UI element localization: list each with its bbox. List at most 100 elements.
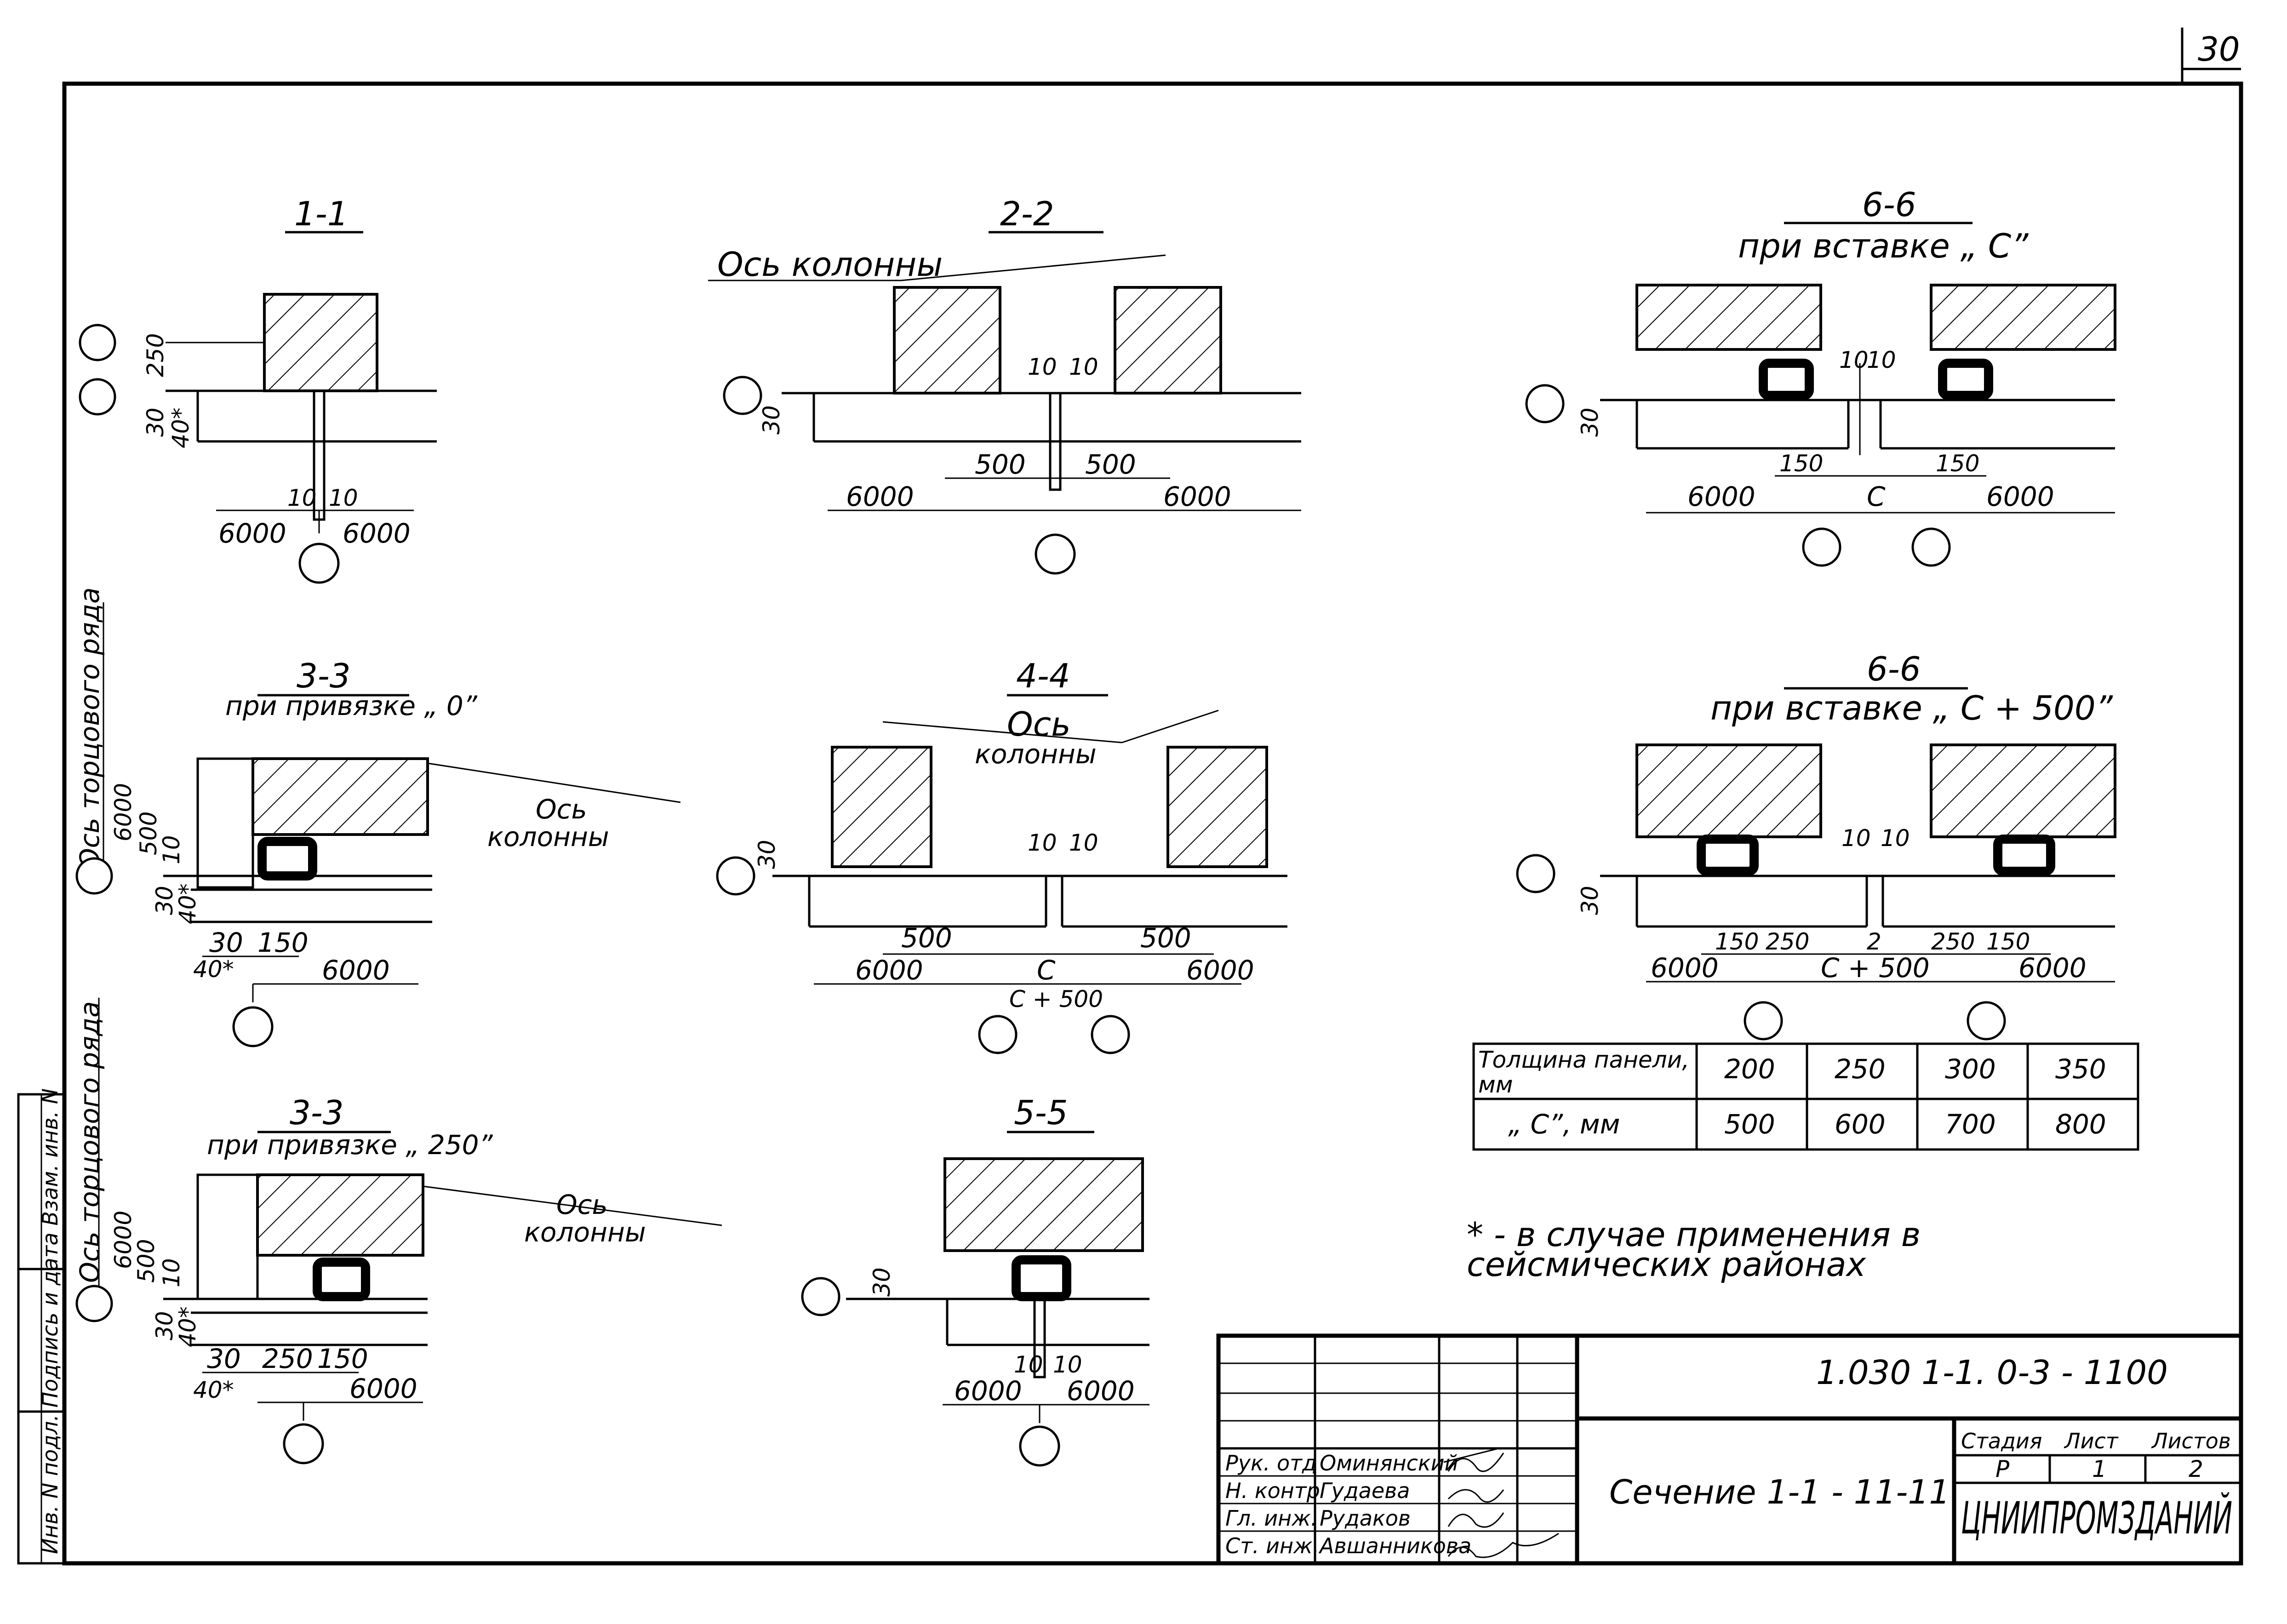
dim-label: 10: [1028, 354, 1057, 380]
dim-label: С: [1037, 955, 1056, 986]
dim-label: 6000: [1163, 481, 1231, 512]
dim-label: 40*: [167, 407, 194, 448]
drawing-frame: 30: [62, 28, 2243, 1566]
axis-marker-circle: [283, 1423, 324, 1464]
axis-marker-circle: [978, 1015, 1018, 1054]
sheet-header: Лист: [2064, 1429, 2119, 1453]
column-axis-label: Ось колонны: [717, 245, 943, 284]
sheet-number: 30: [2198, 30, 2240, 69]
table-header-c: „ С”, мм: [1508, 1109, 1620, 1140]
dim-label: 500: [1085, 449, 1136, 480]
drawing-title: Сечение 1-1 - 11-11: [1609, 1473, 1950, 1511]
axis-marker-circle: [1091, 1015, 1130, 1054]
axis-marker-circle: [1525, 384, 1565, 423]
dim-label: 30: [869, 1267, 895, 1297]
dim-label: 30: [151, 1311, 178, 1340]
axis-marker-circle: [723, 376, 762, 415]
axis-marker-circle: [1035, 533, 1076, 575]
dim-label: 250: [262, 1343, 313, 1374]
handwritten-signatures: [1443, 1447, 1559, 1558]
dim-label: 6000: [2018, 952, 2087, 984]
dim-label: 30: [1577, 886, 1603, 915]
dim-label: 10: [1881, 825, 1910, 852]
axis-marker-circle: [1019, 1425, 1060, 1467]
dim-label: 6000: [1186, 955, 1254, 986]
dim-label: 10: [1069, 829, 1098, 856]
dim-label: 150: [1715, 928, 1759, 955]
panel-profile: [257, 837, 317, 881]
dim-label: 150: [1986, 928, 2030, 955]
dim-label: 500: [1140, 922, 1191, 954]
title-block: Рук. отд Н. контр Гл. инж. Ст. инж. Омин…: [1216, 1333, 2243, 1566]
dim-label: 6000: [110, 1211, 137, 1269]
table-cell: 700: [1945, 1109, 1996, 1140]
dim-label: С: [1867, 481, 1886, 512]
dim-label: 500: [133, 1239, 160, 1283]
sheets-header: Листов: [2151, 1429, 2231, 1453]
sheet-value: 1: [2092, 1456, 2107, 1482]
person-name: Авшанникова: [1318, 1533, 1471, 1558]
axis-marker-circle: [79, 378, 116, 416]
organization-name: ЦНИИПРОМЗДАНИЙ: [1961, 1492, 2232, 1544]
dim-label: 30: [754, 840, 780, 869]
axis-marker-circle: [298, 543, 340, 584]
section-3-3-250-title: 3-3: [290, 1093, 344, 1132]
seismic-footnote: * - в случае применения в сейсмических р…: [1467, 1215, 1921, 1284]
axis-marker-circle: [75, 1285, 113, 1322]
end-row-axis-label: Ось торцового ряда: [74, 1001, 105, 1283]
section-4-4-title: 4-4: [1016, 657, 1070, 695]
table-cell: 350: [2055, 1053, 2106, 1085]
section-3-3-250-subtitle: при привязке „ 250”: [207, 1129, 493, 1161]
panel-profile: [1012, 1255, 1071, 1301]
dim-label: 10: [287, 485, 317, 511]
dim-label: 6000: [218, 518, 286, 549]
dim-label: 10: [1028, 829, 1057, 856]
axis-marker-circle: [716, 856, 755, 896]
table-cell: 500: [1724, 1109, 1775, 1140]
panel-profile: [313, 1258, 370, 1301]
dim-label: 10: [1839, 347, 1869, 373]
sheets-value: 2: [2189, 1456, 2203, 1482]
dim-label: 6000: [110, 783, 137, 841]
dim-label: 30: [209, 927, 243, 958]
side-strip: Инв. N подл. Подпись и дата Взам. инв. N: [17, 1088, 66, 1565]
role-label: Рук. отд: [1225, 1451, 1317, 1475]
table-header-thickness: Толщина панели, мм: [1478, 1047, 1690, 1098]
dim-label: 30: [758, 405, 785, 435]
panel-profile: [1993, 835, 2055, 876]
dim-label: 150: [257, 927, 309, 958]
column-axis-label-1: Ось: [536, 794, 587, 825]
axis-marker-circle: [1516, 854, 1555, 893]
section-4-4: 4-4 Ось колонны 10 10 30 500 500 6000 С …: [716, 657, 1287, 1054]
column-axis-label-1: Ось: [556, 1189, 608, 1220]
section-1-1-title: 1-1: [294, 194, 349, 233]
table-cell: 250: [1835, 1053, 1886, 1085]
dim-label: 150: [1936, 450, 1979, 477]
panel-profile: [1938, 359, 1993, 400]
role-label: Н. контр: [1225, 1478, 1320, 1503]
dim-label: 500: [135, 812, 162, 855]
section-3-3-zero: Ось торцового ряда 3-3 при привязке „ 0”…: [74, 587, 681, 1047]
dim-label: 6000: [1986, 481, 2054, 512]
dim-label: 10: [1069, 354, 1098, 380]
dim-label: 40*: [193, 956, 234, 983]
end-row-axis-label: Ось торцового ряда: [74, 587, 105, 869]
axis-marker-circle: [1744, 1001, 1783, 1041]
dim-label: 6000: [1067, 1375, 1135, 1407]
panel-thickness-table: Толщина панели, мм 200 250 300 350 „ С”,…: [1472, 1042, 2139, 1151]
document-code: 1.030 1-1. 0-3 - 1100: [1816, 1353, 2168, 1392]
section-6-6-c-subtitle: при вставке „ С”: [1738, 227, 2029, 265]
dim-label: С + 500: [1821, 952, 1930, 984]
table-cell: 300: [1945, 1053, 1996, 1085]
column-axis-label-2: колонны: [487, 821, 609, 852]
section-6-6-c500: 6-6 при вставке „ С + 500” 10 10 30 150 …: [1516, 650, 2116, 1041]
person-name: Гудаева: [1320, 1478, 1410, 1503]
dim-label: 250: [1931, 928, 1975, 955]
person-name: Рудаков: [1320, 1506, 1411, 1531]
dim-label: 6000: [855, 955, 923, 986]
dim-label: 150: [1779, 450, 1823, 477]
dim-label: 2: [1867, 928, 1881, 955]
section-5-5-title: 5-5: [1014, 1093, 1068, 1132]
dim-label: 6000: [1651, 952, 1719, 984]
axis-marker-circle: [75, 857, 113, 895]
